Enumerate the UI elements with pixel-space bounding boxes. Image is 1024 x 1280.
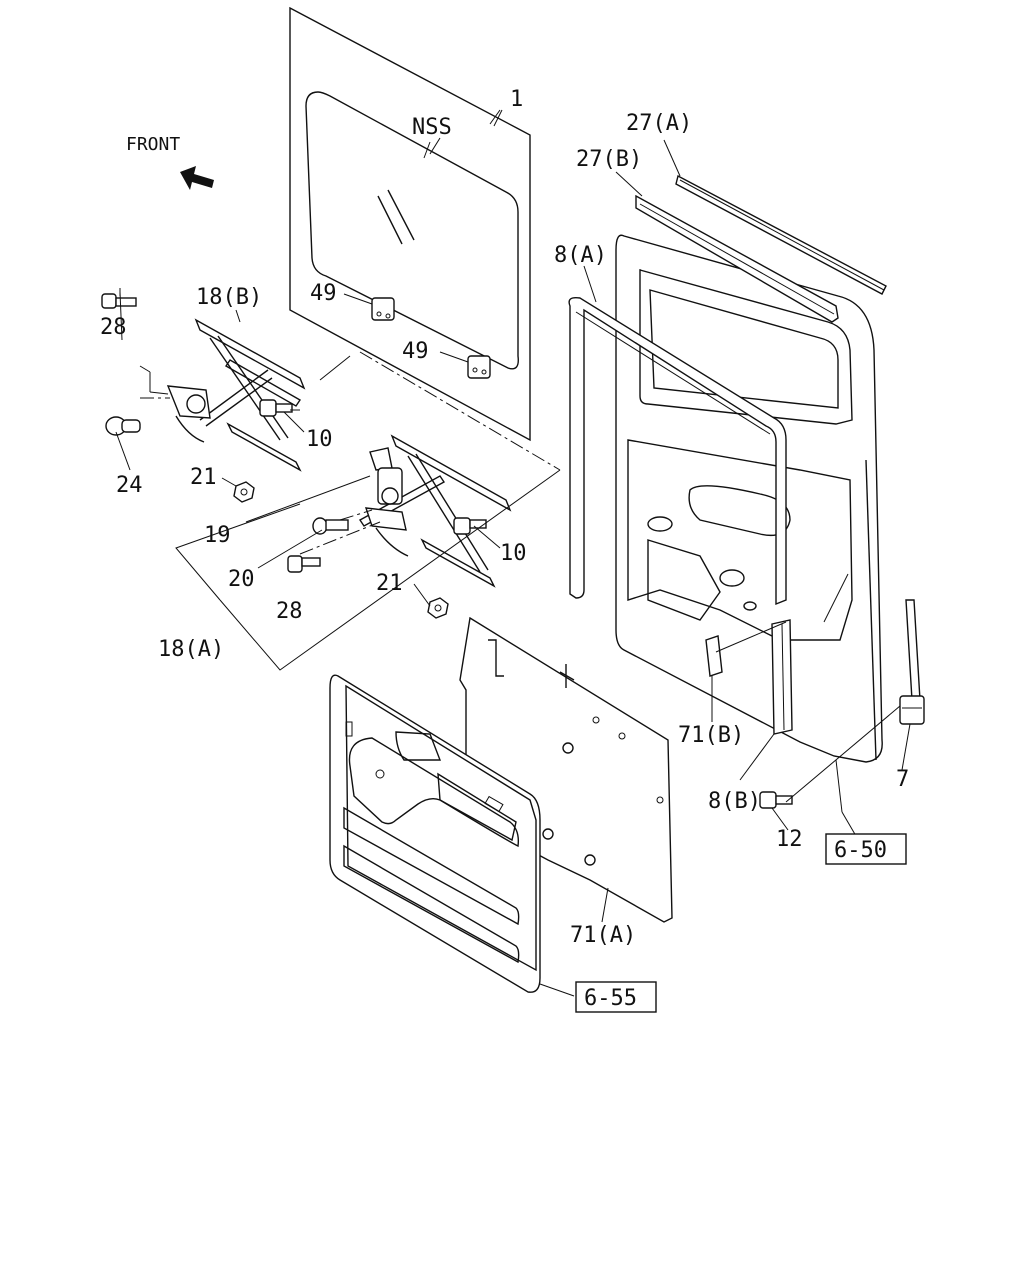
- weatherstrip-8b: [771, 619, 793, 735]
- callout-49-lower: 49: [402, 339, 429, 364]
- callout-8a: 8(A): [554, 243, 607, 268]
- front-label: FRONT: [126, 134, 180, 155]
- lock-rod-7: [899, 599, 925, 725]
- bracket-71b: [705, 635, 723, 677]
- callout-18a: 18(A): [158, 637, 224, 662]
- callout-71b: 71(B): [678, 723, 744, 748]
- callout-21-lower: 21: [376, 571, 403, 596]
- assembly-center-lines: [140, 351, 561, 555]
- weatherstrip-8a: [568, 296, 787, 606]
- callout-20: 20: [228, 567, 255, 592]
- nut-21-lower: [427, 597, 449, 619]
- reference-6-50-label: 6-50: [834, 838, 887, 863]
- window-regulator-a: [358, 434, 512, 588]
- callout-24: 24: [116, 473, 143, 498]
- belt-molding-27a: [675, 174, 887, 295]
- sealing-sheet-71a: [459, 616, 673, 923]
- bolt-10-upper: [259, 399, 293, 417]
- bolt-28-lower: [287, 555, 321, 573]
- callout-10-upper: 10: [306, 427, 333, 452]
- callout-21-upper: 21: [190, 465, 217, 490]
- reference-6-55[interactable]: 6-55: [575, 981, 657, 1013]
- callout-28-lower: 28: [276, 599, 303, 624]
- door-shell: [615, 234, 883, 763]
- window-regulator-b: [139, 318, 306, 472]
- callout-10-lower: 10: [500, 541, 527, 566]
- callout-28-upper: 28: [100, 315, 127, 340]
- belt-molding-27b: [635, 194, 839, 323]
- nss-label: NSS: [412, 115, 452, 140]
- glass-clip-lower: [439, 351, 491, 379]
- door-trim-panel: [329, 674, 541, 993]
- bolt-28-upper: [101, 288, 137, 309]
- callout-49-upper: 49: [310, 281, 337, 306]
- bolt-10-lower: [453, 517, 487, 535]
- callout-18b: 18(B): [196, 285, 262, 310]
- callout-8b: 8(B): [708, 789, 761, 814]
- reference-6-50[interactable]: 6-50: [825, 833, 907, 865]
- callout-27b: 27(B): [576, 147, 642, 172]
- reference-6-55-label: 6-55: [584, 986, 637, 1011]
- callout-1: 1: [510, 87, 523, 112]
- cap-24: [105, 416, 141, 436]
- callout-71a: 71(A): [570, 923, 636, 948]
- nut-21-upper: [233, 481, 255, 503]
- leader-lines: [115, 109, 911, 997]
- screw-20: [312, 517, 349, 535]
- callout-27a: 27(A): [626, 111, 692, 136]
- door-glass: [289, 6, 531, 442]
- callout-12: 12: [776, 827, 803, 852]
- callout-7: 7: [896, 767, 909, 792]
- glass-clip-upper: [343, 293, 395, 321]
- front-arrow-icon: [180, 166, 214, 190]
- bolt-12: [759, 791, 793, 809]
- callout-19: 19: [204, 523, 231, 548]
